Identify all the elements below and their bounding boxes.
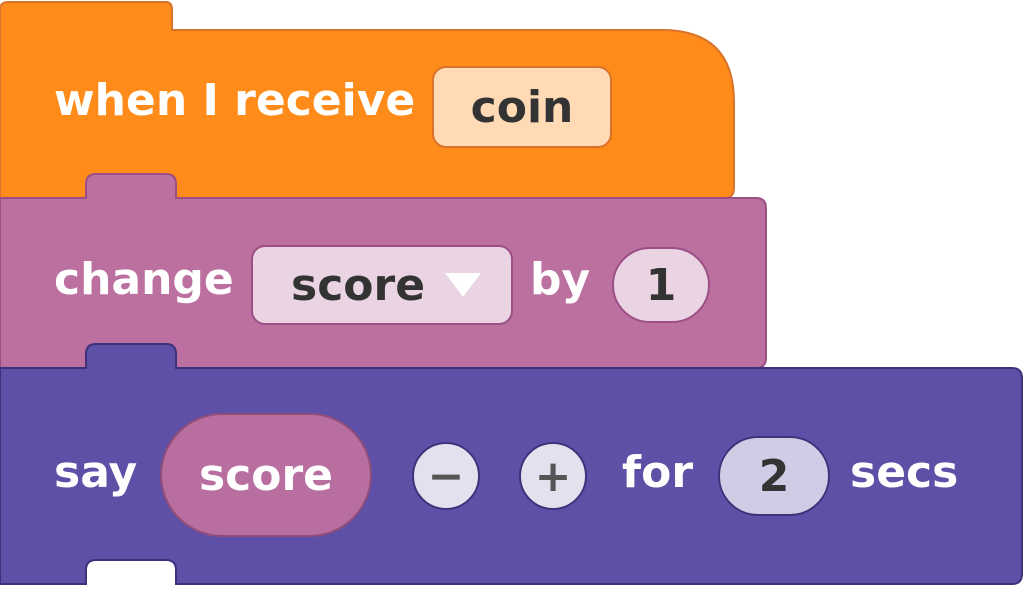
by-label: by <box>530 254 591 305</box>
minus-icon[interactable]: − <box>412 442 480 510</box>
plus-icon[interactable]: + <box>519 442 587 510</box>
when-i-receive-label: when I receive <box>54 75 416 126</box>
change-amount-input[interactable]: 1 <box>612 247 710 323</box>
score-reporter[interactable]: score <box>160 413 372 537</box>
message-field[interactable]: coin <box>432 66 612 148</box>
say-label: say <box>54 447 138 498</box>
secs-label: secs <box>850 447 959 498</box>
for-label: for <box>622 447 694 498</box>
duration-input[interactable]: 2 <box>718 436 830 516</box>
change-label: change <box>54 254 234 305</box>
variable-dropdown-value: score <box>291 259 426 311</box>
dropdown-arrow-icon <box>445 273 481 297</box>
variable-dropdown[interactable]: score <box>251 245 513 325</box>
